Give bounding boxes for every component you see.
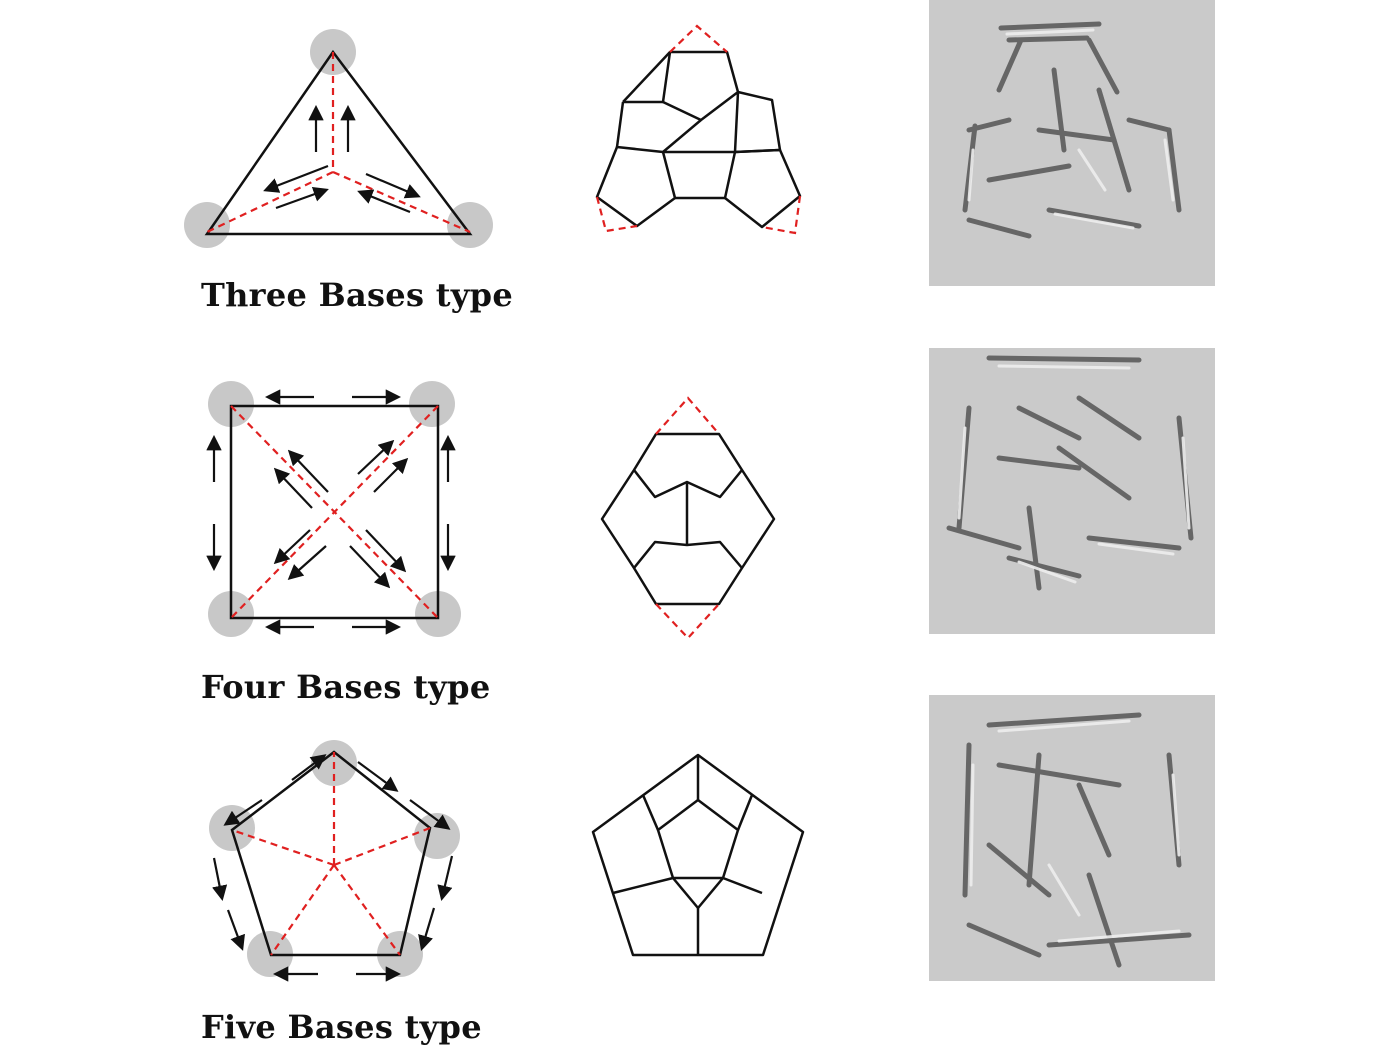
label-five-bases: Five Bases type [201, 1008, 482, 1046]
photo-three-bases-model [929, 0, 1215, 286]
label-three-bases: Three Bases type [201, 276, 514, 314]
base-node [209, 805, 255, 851]
photo-four-bases-model [929, 348, 1215, 634]
base-node [208, 381, 254, 427]
label-four-bases: Four Bases type [201, 668, 491, 706]
base-node [184, 202, 230, 248]
base-node [447, 202, 493, 248]
base-node [409, 381, 455, 427]
pentagon-net [591, 753, 805, 957]
square-diagram [206, 381, 461, 637]
photo-five-bases-model [929, 695, 1215, 981]
triangle-diagram [184, 29, 493, 248]
pentagon-diagram [209, 740, 460, 982]
triangle-net [595, 24, 802, 235]
square-net [600, 396, 776, 640]
